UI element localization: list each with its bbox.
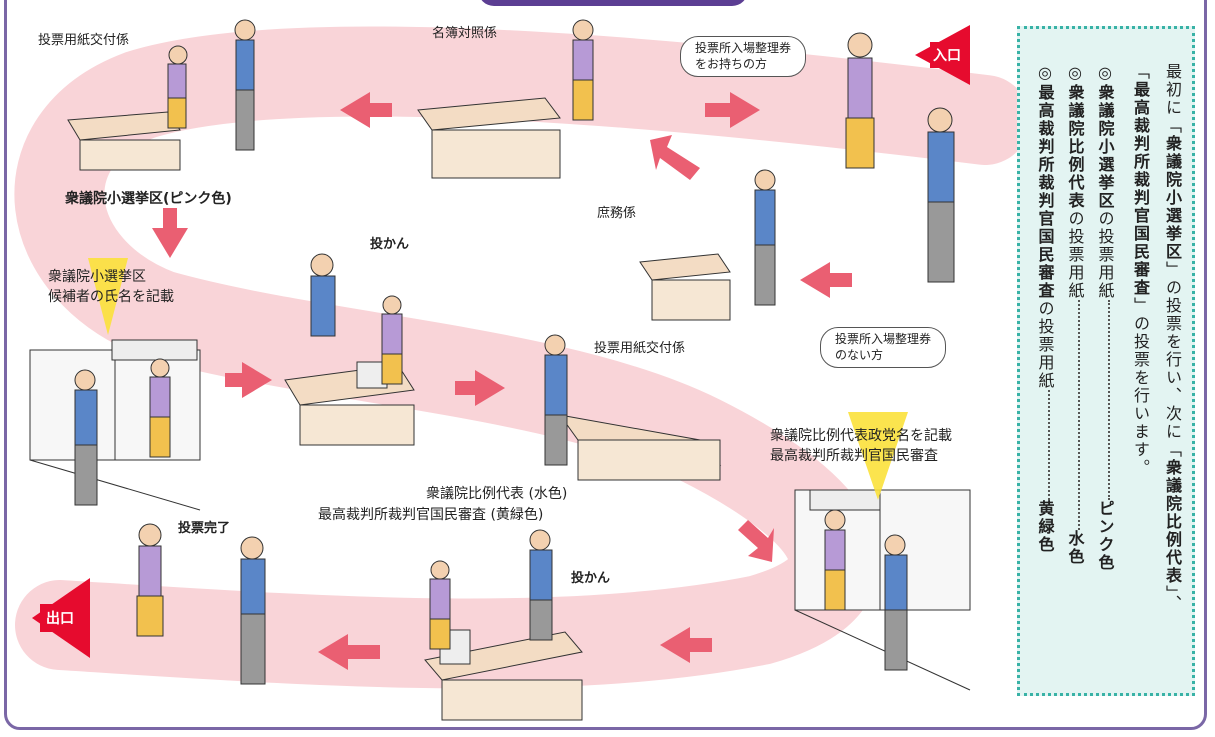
arrow-left-icon [660, 627, 712, 663]
booths-right [794, 489, 971, 691]
table-roll-check [417, 97, 561, 179]
label-small-district-color: 衆議院小選挙区(ピンク色) [65, 191, 232, 207]
arrow-right-icon [225, 362, 272, 398]
note-color-blue: 水色 [1065, 530, 1085, 566]
marker-triangle-left [88, 258, 128, 335]
label-cast-1: 投かん [370, 237, 410, 252]
bubble-without-card-line2: のない方 [835, 347, 884, 362]
note-item-3: ◎最高裁判所裁判官国民審査の投票用紙黄緑色 [1035, 63, 1057, 554]
note-line-2: 「最高裁判所裁判官国民審査」の投票を行います。 [1131, 63, 1150, 477]
note-emph: 衆議院小選挙区 [1163, 135, 1182, 261]
note-emph: 最高裁判所裁判官国民審査 [1035, 84, 1055, 300]
person-icon [138, 523, 162, 547]
arrow-left-icon [318, 634, 380, 670]
label-write-candidate-1: 衆議院小選挙区 [48, 269, 146, 285]
arrow-down-icon [152, 208, 188, 258]
note-line-1: 最初に「衆議院小選挙区」の投票を行い、次に「衆議院比例代表」、 [1163, 63, 1182, 613]
note-text: 」の投票を行い、次に「 [1163, 261, 1182, 459]
note-emph: 衆議院比例代表 [1163, 459, 1182, 585]
entrance-label: 入口 [933, 48, 961, 64]
label-cast-2: 投かん [571, 571, 611, 586]
label-issue-mid: 投票用紙交付係 [594, 341, 686, 356]
arrow-left-icon [705, 92, 760, 128]
bubble-without-card: 投票所入場整理券 のない方 [820, 327, 947, 369]
note-text: 」の投票を行います。 [1131, 297, 1150, 477]
leader-dots [1078, 300, 1080, 530]
label-issue-top: 投票用紙交付係 [38, 33, 130, 48]
note-text: 最初に「 [1163, 63, 1182, 135]
person-icon [240, 536, 264, 560]
note-emph: 衆議院比例代表 [1065, 84, 1085, 210]
person-icon [572, 19, 594, 41]
table-general-affairs [639, 253, 731, 321]
header-tab [478, 0, 748, 6]
label-write-candidate-2: 候補者の氏名を記載 [48, 289, 174, 305]
person-icon [544, 334, 566, 356]
arrow-downright-icon [738, 520, 774, 562]
label-general-affairs: 庶務係 [597, 206, 637, 221]
bubble-with-card-line1: 投票所入場整理券 [695, 41, 792, 55]
label-roll-check: 名簿対照係 [432, 26, 498, 41]
person-icon [884, 534, 906, 556]
label-write-party-1: 衆議院比例代表政党名を記載 [770, 428, 952, 444]
person-icon [927, 107, 953, 133]
note-emph: 最高裁判所裁判官国民審査 [1131, 81, 1150, 297]
note-text: の投票用紙 [1065, 210, 1085, 300]
table-issue-mid [558, 414, 722, 481]
arrow-right-icon [455, 370, 505, 406]
note-color-green: 黄緑色 [1035, 500, 1055, 554]
note-bullet: ◎ [1035, 63, 1055, 84]
person-icon [847, 32, 873, 58]
label-pr-color-1: 衆議院比例代表 (水色) [426, 486, 568, 502]
note-emph: 衆議院小選挙区 [1095, 84, 1115, 210]
note-text: 「 [1131, 63, 1150, 81]
note-text: の投票用紙 [1035, 300, 1055, 390]
booths-left [29, 339, 201, 511]
leader-dots [1048, 390, 1050, 500]
note-item-1: ◎衆議院小選挙区の投票用紙ピンク色 [1095, 63, 1117, 572]
note-bullet: ◎ [1095, 63, 1115, 84]
table-issue-top [67, 111, 181, 171]
person-icon [74, 369, 96, 391]
arrow-upleft-icon [650, 135, 700, 180]
note-item-2: ◎衆議院比例代表の投票用紙水色 [1065, 63, 1087, 566]
note-panel: 最初に「衆議院小選挙区」の投票を行い、次に「衆議院比例代表」、 「最高裁判所裁判… [1017, 26, 1195, 696]
bubble-with-card: 投票所入場整理券 をお持ちの方 [680, 36, 807, 78]
flow-arrows [152, 92, 852, 670]
label-done: 投票完了 [178, 521, 231, 536]
person-icon [529, 529, 551, 551]
bubble-without-card-line1: 投票所入場整理券 [835, 332, 932, 346]
table-cast-2 [424, 629, 583, 721]
arrow-left-icon [800, 262, 852, 298]
person-icon [150, 358, 170, 378]
note-color-pink: ピンク色 [1095, 500, 1115, 572]
leader-dots [1108, 300, 1110, 500]
person-icon [754, 169, 776, 191]
person-icon [168, 45, 188, 65]
person-icon [430, 560, 450, 580]
label-pr-color-2: 最高裁判所裁判官国民審査 (黄緑色) [318, 507, 544, 523]
bubble-with-card-line2: をお持ちの方 [695, 56, 768, 71]
note-text: の投票用紙 [1095, 210, 1115, 300]
note-text: 」、 [1163, 585, 1182, 613]
exit-label: 出口 [46, 611, 74, 627]
person-icon [234, 19, 256, 41]
arrow-left-icon [340, 92, 392, 128]
note-bullet: ◎ [1065, 63, 1085, 84]
person-icon [382, 295, 402, 315]
outer-frame [4, 0, 1207, 730]
person-icon [824, 509, 846, 531]
person-icon [235, 39, 255, 91]
marker-triangle-right [848, 412, 908, 500]
person-icon [310, 253, 334, 277]
label-write-party-2: 最高裁判所裁判官国民審査 [770, 448, 938, 464]
